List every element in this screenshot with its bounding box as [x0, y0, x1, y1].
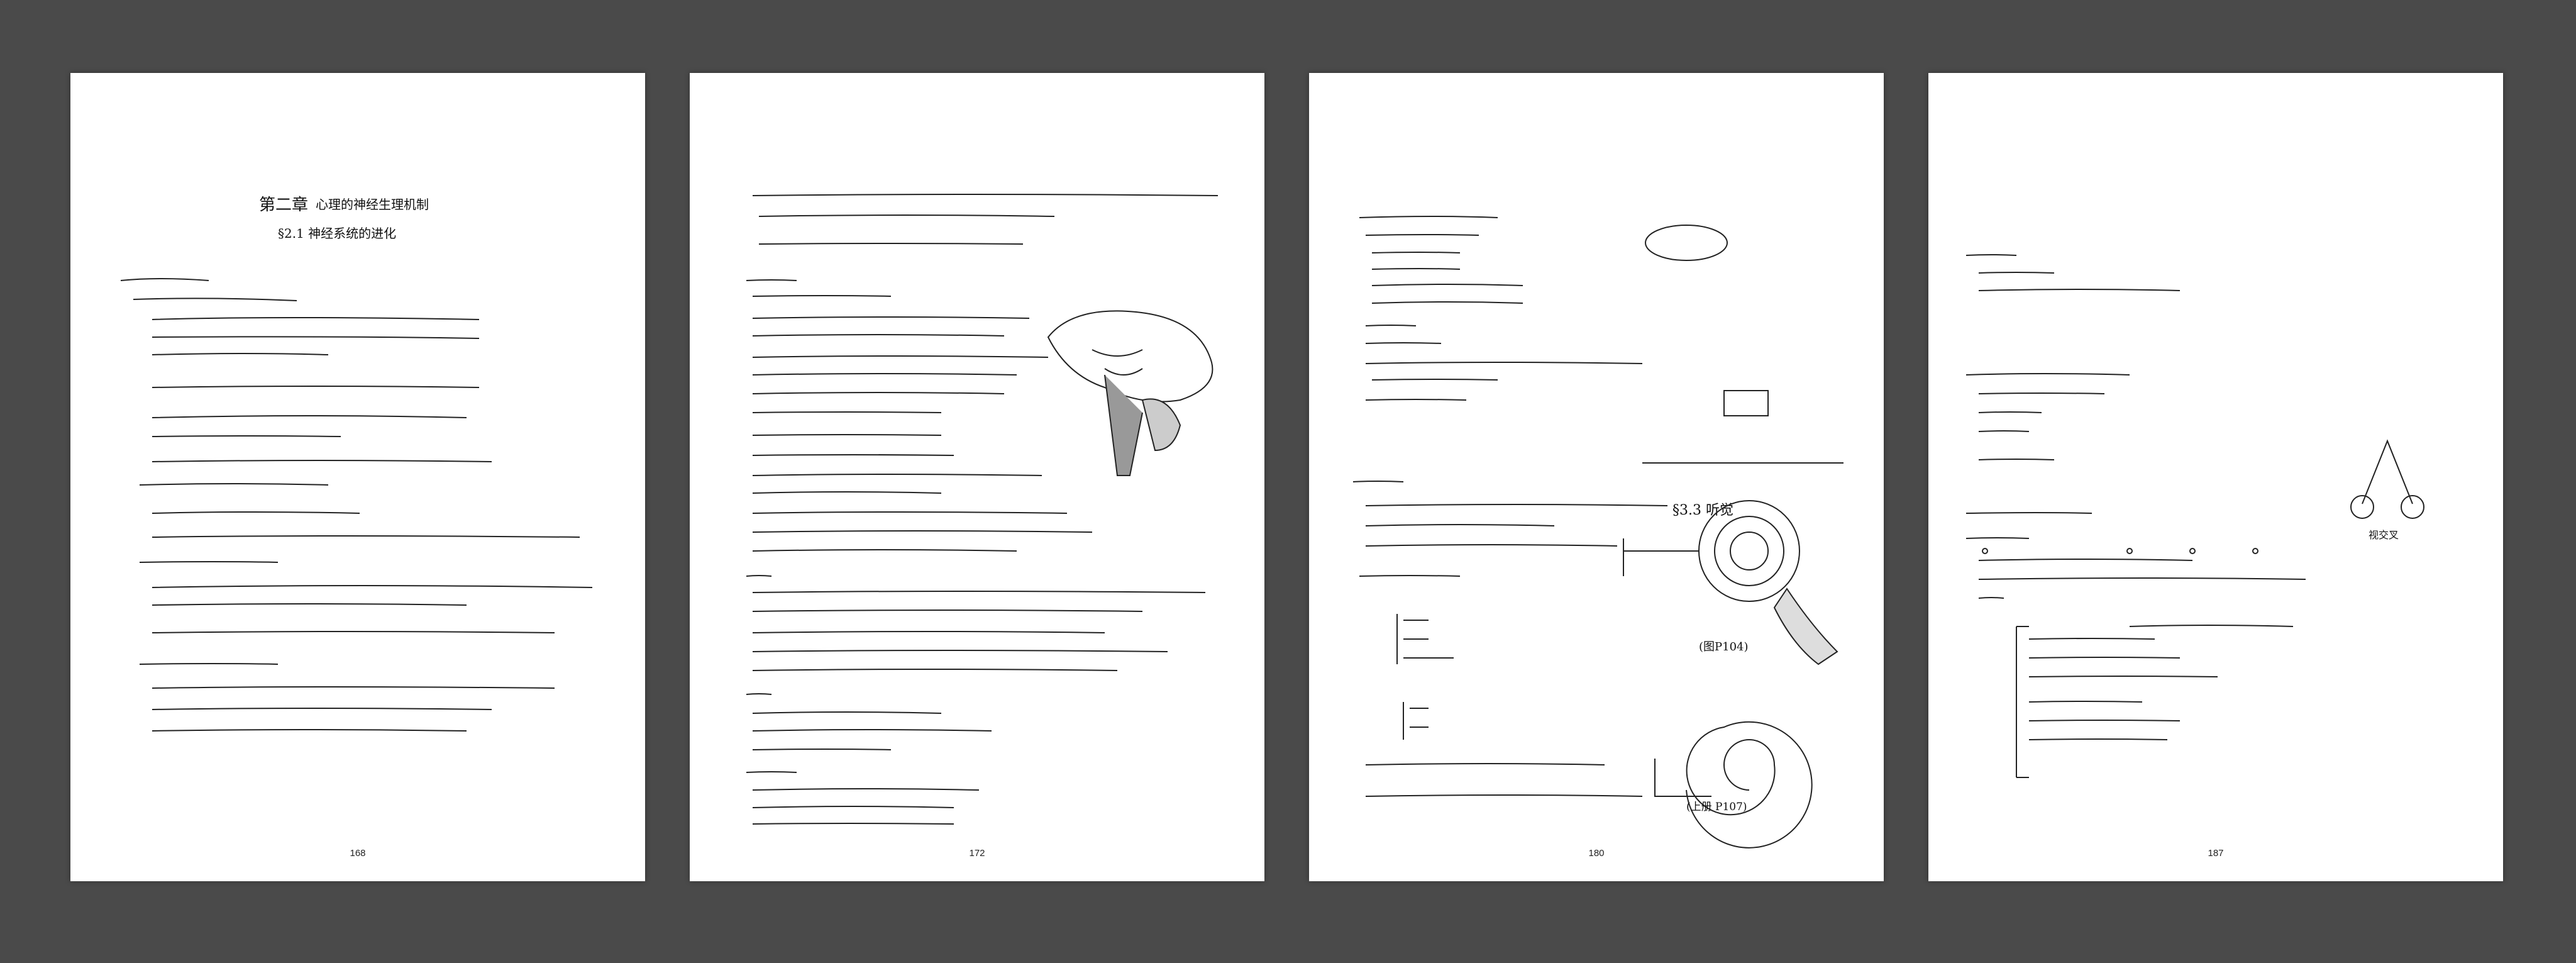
handwritten-lines: [746, 194, 1219, 825]
optic-chiasm-sketch: [2350, 439, 2424, 519]
section-heading: §2.1 神经系统的进化: [278, 226, 396, 241]
handwritten-lines: [1965, 254, 2306, 778]
page-number: 180: [1588, 848, 1605, 859]
figure-caption: 视交叉: [2369, 529, 2399, 541]
handwritten-lines: [1352, 216, 1668, 797]
dot-marks: [1982, 548, 2258, 554]
figure-caption: (图P104): [1699, 640, 1749, 654]
figure-caption: (上册 P107): [1686, 801, 1747, 813]
handwritten-lines: [120, 278, 593, 732]
page-number: 168: [350, 848, 366, 859]
page-3-handwriting: §3.3 听觉 (图P104) (上册 P107): [1352, 216, 1844, 849]
chapter-heading: 第二章: [259, 196, 308, 214]
document-page-2[interactable]: 172: [690, 73, 1264, 881]
chapter-title: 心理的神经生理机制: [316, 197, 429, 212]
brain-sketch: [1047, 310, 1213, 476]
page-number: 187: [2208, 848, 2224, 859]
page-number: 172: [969, 848, 985, 859]
section-heading: §3.3 听觉: [1672, 503, 1733, 518]
page-4-handwriting: 视交叉: [1965, 254, 2424, 778]
page-2-handwriting: [746, 194, 1219, 825]
cochlea-spiral: [1654, 721, 1813, 849]
note-bubble: [1645, 225, 1728, 261]
document-page-3[interactable]: §3.3 听觉 (图P104) (上册 P107) 180: [1309, 73, 1884, 881]
document-page-4[interactable]: 视交叉 187: [1928, 73, 2503, 881]
ear-diagram: [1623, 390, 1844, 665]
page-1-handwriting: 第二章 心理的神经生理机制 §2.1 神经系统的进化: [120, 196, 593, 732]
document-page-1[interactable]: 第二章 心理的神经生理机制 §2.1 神经系统的进化 168: [70, 73, 645, 881]
